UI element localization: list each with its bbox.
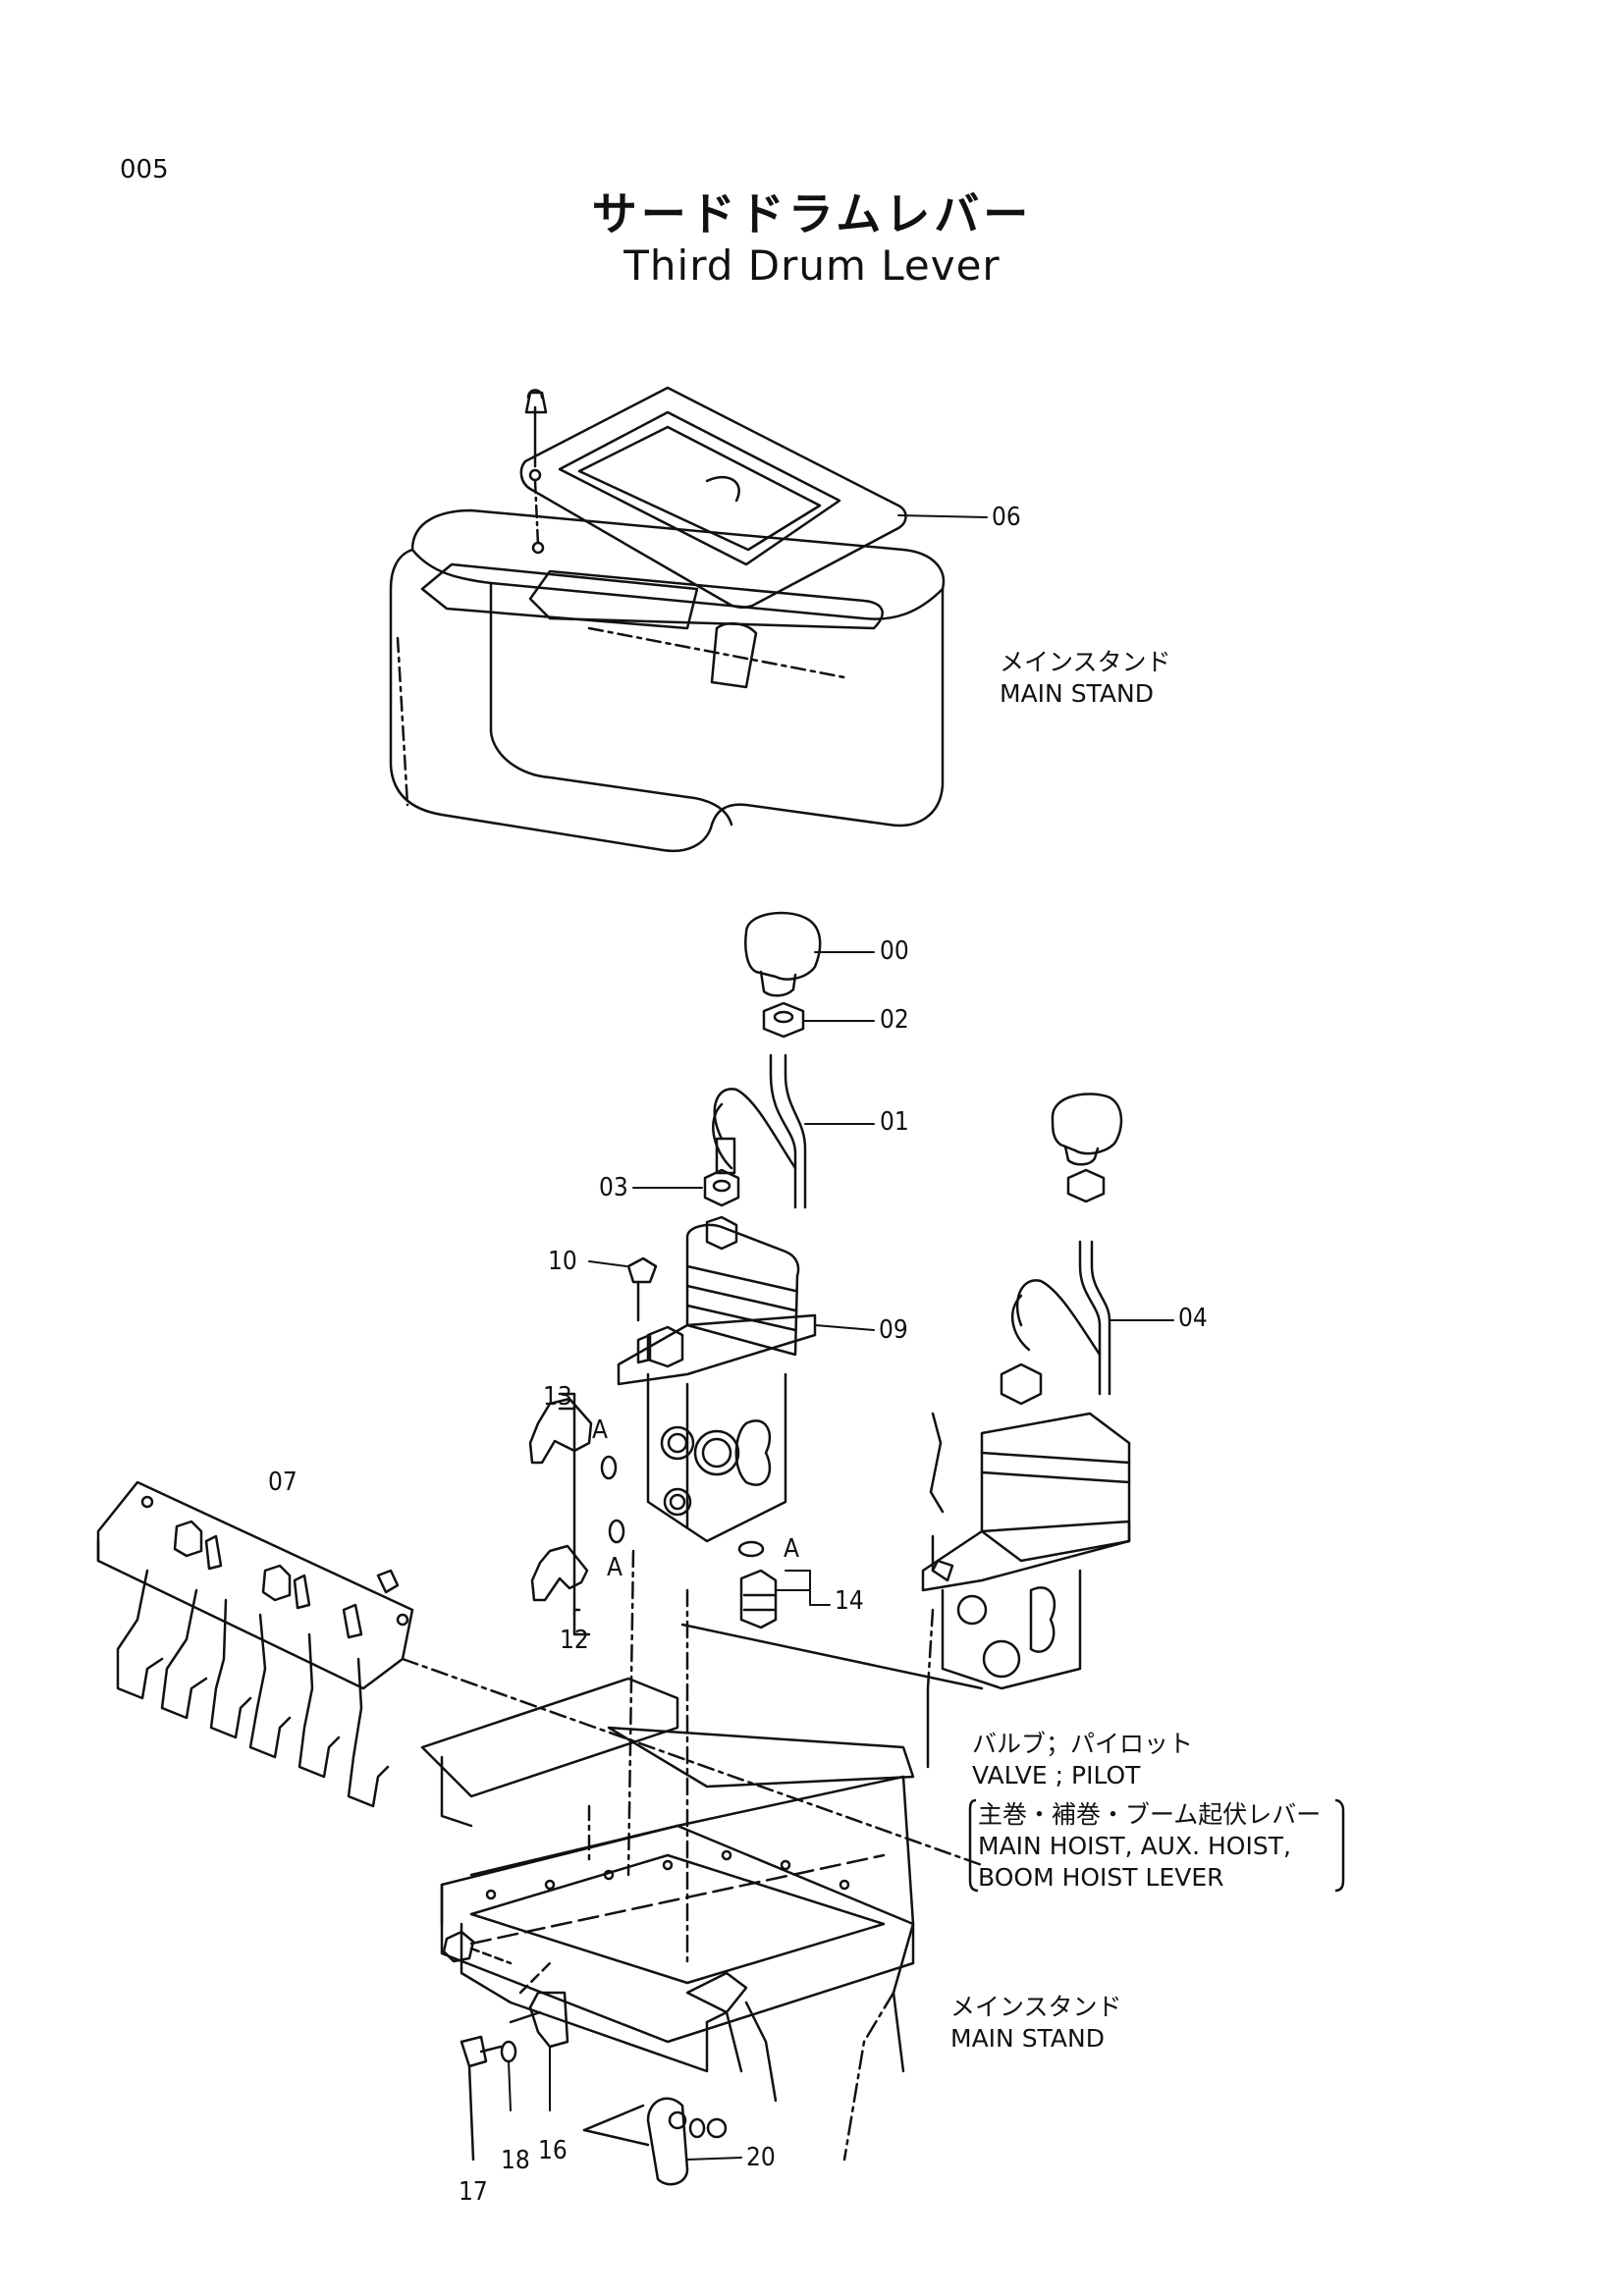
part-13-number: 13 [543, 1382, 572, 1412]
valve-en-label: VALVE ; PILOT [972, 1761, 1141, 1789]
main-stand-bottom-en-label: MAIN STAND [950, 2024, 1105, 2053]
lever-bracket [968, 1798, 1345, 1893]
main-stand-base [420, 1549, 984, 2162]
bottom-hardware [442, 1930, 742, 2186]
knob-00 [744, 911, 875, 997]
part-18-number: 18 [501, 2146, 530, 2175]
part-03-number: 03 [599, 1173, 628, 1202]
connector-14 [739, 1569, 831, 1629]
main-stand-bottom-jp-label: メインスタンド [950, 1993, 1122, 2021]
part-01-number: 01 [880, 1107, 909, 1137]
o-ring-a-label-1: A [592, 1415, 608, 1445]
main-stand-cover [389, 508, 946, 853]
part-07-number: 07 [268, 1468, 298, 1497]
part-00-number: 00 [880, 936, 909, 966]
o-ring-a-label-2: A [607, 1553, 623, 1582]
lever-en-label-1: MAIN HOIST, AUX. HOIST, [978, 1832, 1291, 1860]
nut-03 [632, 1168, 740, 1207]
part-09-number: 09 [879, 1315, 908, 1345]
lever-jp-label: 主巻・補巻・ブーム起伏レバー [978, 1800, 1322, 1829]
part-10-number: 10 [548, 1247, 577, 1276]
title-english: Third Drum Lever [623, 241, 1001, 290]
title-japanese: サードドラムレバー [591, 187, 1033, 240]
lever-en-label-2: BOOM HOIST LEVER [978, 1863, 1224, 1892]
main-stand-top-jp-label: メインスタンド [1000, 648, 1171, 676]
page-number: 005 [120, 155, 169, 185]
valve-jp-label: バルブ；パイロット [972, 1730, 1194, 1758]
part-20-number: 20 [746, 2143, 776, 2172]
pilot-valve-09 [588, 1215, 875, 1543]
lever-rod-01 [712, 1053, 875, 1209]
o-ring-a-label-3: A [784, 1534, 799, 1564]
switch-panel-07 [96, 1480, 984, 1867]
part-02-number: 02 [880, 1005, 909, 1035]
fittings-12-13 [528, 1392, 765, 1636]
part-06-number: 06 [992, 503, 1021, 532]
part-04-number: 04 [1178, 1304, 1208, 1333]
nut-02 [762, 1001, 875, 1039]
part-14-number: 14 [835, 1586, 864, 1616]
part-17-number: 17 [459, 2177, 488, 2207]
part-12-number: 12 [560, 1626, 589, 1655]
part-06-frame [519, 386, 988, 609]
second-lever-assembly [921, 1093, 1174, 1690]
main-stand-top-en-label: MAIN STAND [1000, 679, 1154, 708]
part-16-number: 16 [538, 2136, 568, 2165]
